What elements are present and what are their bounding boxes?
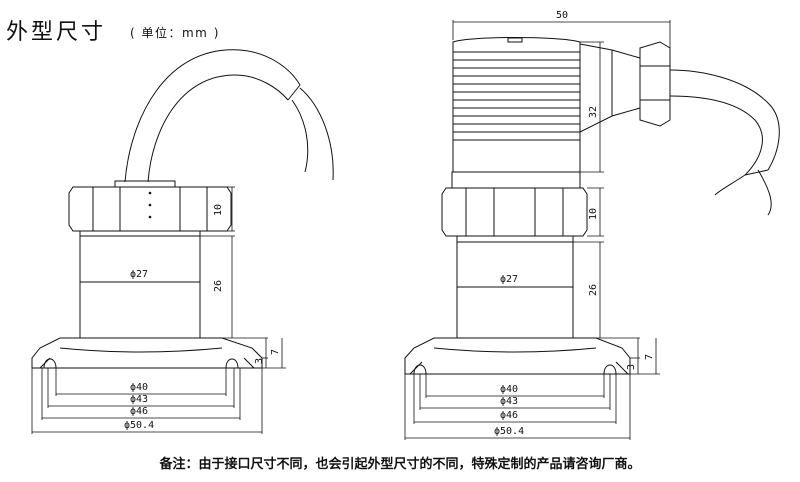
left-body-height-label: 26 — [213, 280, 224, 292]
footer-note: 备注：由于接口尺寸不同，也会引起外型尺寸的不同，特殊定制的产品请咨询厂商。 — [159, 457, 641, 472]
right-dia-40-label: ϕ40 — [500, 384, 518, 395]
right-connector-height-label: 32 — [588, 106, 599, 118]
left-nut-height-label: 10 — [213, 204, 224, 216]
left-view: 10 26 ϕ27 3 7 ϕ40 ϕ43 ϕ46 ϕ50.4 — [31, 49, 334, 434]
right-view: 50 32 10 26 ϕ27 3 7 ϕ40 ϕ43 ϕ46 ϕ50.4 — [404, 10, 780, 440]
left-dia-46-label: ϕ46 — [130, 406, 148, 417]
right-connector-width-label: 50 — [556, 10, 568, 21]
left-dia-43-label: ϕ43 — [130, 394, 148, 405]
right-flange-height-label: 7 — [644, 354, 655, 360]
left-hex-nut — [68, 180, 232, 232]
right-body-diameter-label: ϕ27 — [500, 274, 518, 285]
page-title: 外型尺寸 — [6, 20, 107, 45]
right-dia-43-label: ϕ43 — [500, 396, 518, 407]
left-dia-504-label: ϕ50.4 — [124, 420, 154, 431]
left-flange-thickness-label: 3 — [254, 358, 265, 364]
right-nut-height-label: 10 — [588, 208, 599, 220]
right-dia-46-label: ϕ46 — [500, 410, 518, 421]
right-dimension-labels: 50 32 10 26 ϕ27 3 7 ϕ40 ϕ43 ϕ46 ϕ50.4 — [494, 10, 655, 437]
right-body — [404, 235, 631, 375]
left-dia-40-label: ϕ40 — [130, 382, 148, 393]
left-flange-height-label: 7 — [270, 349, 281, 355]
right-flange-thickness-label: 3 — [626, 364, 637, 370]
unit-label: ( 单位：mm ) — [130, 26, 220, 40]
left-body — [31, 230, 263, 369]
left-cable — [124, 49, 334, 183]
right-hex-nut — [441, 171, 588, 237]
right-dia-504-label: ϕ50.4 — [494, 426, 524, 437]
left-dimension-labels: 10 26 ϕ27 3 7 ϕ40 ϕ43 ϕ46 ϕ50.4 — [124, 204, 281, 431]
right-dimensions — [404, 20, 671, 440]
right-connector — [452, 37, 780, 216]
right-body-height-label: 26 — [588, 284, 599, 296]
left-dimensions — [31, 186, 286, 434]
left-body-diameter-label: ϕ27 — [130, 269, 148, 280]
